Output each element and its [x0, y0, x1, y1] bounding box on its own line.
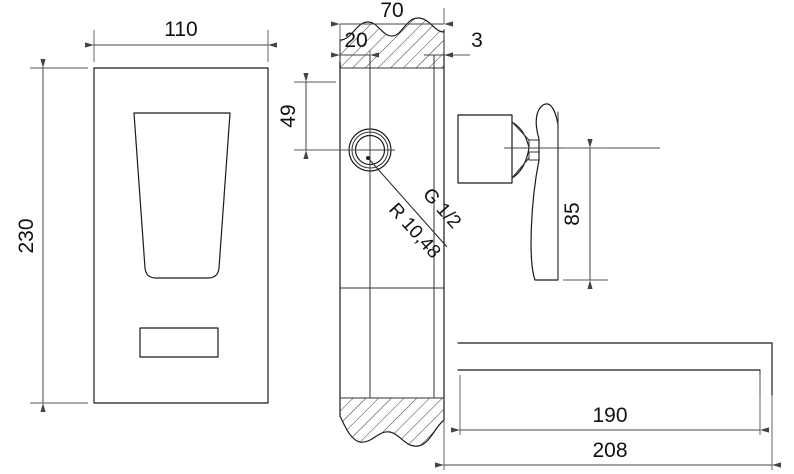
section-top-break-line [339, 17, 445, 69]
dim-label-208: 208 [592, 439, 627, 462]
dim-label-85: 85 [561, 202, 584, 225]
dim-label-230: 230 [15, 218, 38, 253]
front-outlet-rectangle [139, 327, 219, 358]
side-profile-view: 85 190 208 [435, 103, 781, 470]
valve-body-rect [457, 114, 513, 184]
handle-collar-lower [528, 151, 540, 161]
dim-label-110: 110 [164, 18, 197, 41]
thread-note-leader [367, 157, 448, 248]
dim-label-190: 190 [592, 404, 627, 427]
section-bottom-cut-hatch [340, 398, 444, 447]
handle-collar-upper [528, 139, 540, 149]
dim-label-70: 70 [380, 0, 403, 22]
dim-label-3: 3 [471, 29, 483, 52]
front-spout-taper [133, 112, 231, 279]
handle-cone-upper-edge [511, 121, 530, 141]
front-plate-outline [93, 67, 269, 404]
dim-label-49: 49 [277, 104, 300, 127]
cross-section-view: 70 20 3 49 G 1/2 R 10,48 [277, 0, 483, 447]
thread-note-leader-dot [366, 156, 370, 160]
section-bottom-break-line [339, 415, 445, 447]
handle-cone-lower-edge [511, 157, 530, 179]
lever-handle-paddle [530, 103, 559, 281]
front-elevation-view: 110 230 [15, 18, 277, 412]
dim-label-20: 20 [344, 29, 367, 52]
note-thread-size: G 1/2 [418, 184, 465, 233]
